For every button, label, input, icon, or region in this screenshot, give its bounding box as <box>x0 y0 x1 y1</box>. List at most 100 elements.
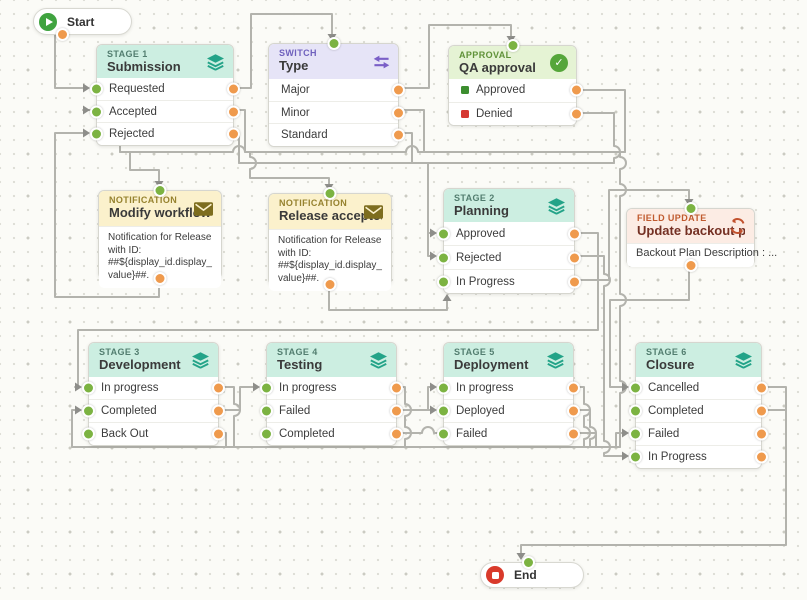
node-row[interactable]: Completed <box>629 399 768 422</box>
node-row[interactable]: Minor <box>269 100 405 124</box>
start-output-port[interactable] <box>56 28 69 41</box>
input-port[interactable] <box>629 381 642 395</box>
input-port[interactable] <box>506 39 519 52</box>
node-row[interactable]: Denied <box>449 101 583 125</box>
output-port[interactable] <box>684 259 697 272</box>
node-row[interactable]: Rejected <box>90 122 240 146</box>
input-port[interactable] <box>90 105 103 118</box>
output-port[interactable] <box>755 450 768 464</box>
input-port[interactable] <box>260 404 273 418</box>
node-stage-5-deployment[interactable]: STAGE 5 Deployment In progress Deployed … <box>437 342 580 446</box>
node-row[interactable]: Failed <box>437 422 580 445</box>
input-port[interactable] <box>629 404 642 418</box>
input-port[interactable] <box>323 187 337 200</box>
output-port[interactable] <box>568 275 581 288</box>
input-port[interactable] <box>437 381 450 395</box>
output-port[interactable] <box>392 106 405 119</box>
output-port[interactable] <box>392 128 405 142</box>
input-port[interactable] <box>437 275 450 288</box>
output-port[interactable] <box>567 404 580 418</box>
input-port[interactable] <box>90 82 103 96</box>
row-label: In progress <box>456 382 514 394</box>
output-port[interactable] <box>390 404 403 418</box>
output-port[interactable] <box>755 427 768 441</box>
node-row[interactable]: In Progress <box>437 269 581 293</box>
output-port[interactable] <box>567 427 580 441</box>
node-row[interactable]: In progress <box>437 377 580 399</box>
node-notification-release-accepted[interactable]: NOTIFICATION Release accepted Notificati… <box>268 187 392 291</box>
row-label: Requested <box>109 82 165 95</box>
node-row[interactable]: Failed <box>260 399 403 422</box>
node-row[interactable]: Approved <box>449 79 583 102</box>
input-port[interactable] <box>437 427 450 441</box>
node-row[interactable]: Failed <box>629 422 768 445</box>
input-port[interactable] <box>90 127 103 141</box>
approved-swatch <box>461 86 469 95</box>
output-port[interactable] <box>153 272 167 285</box>
node-row[interactable]: In progress <box>82 377 225 399</box>
node-row[interactable]: Major <box>269 79 405 101</box>
input-port[interactable] <box>260 427 273 441</box>
node-field-update-backout[interactable]: FIELD UPDATE Update backout p... Backout… <box>626 202 777 272</box>
end-input-port[interactable] <box>522 556 535 569</box>
node-stage-3-development[interactable]: STAGE 3 Development In progress Complete… <box>82 342 225 446</box>
node-switch-type[interactable]: SWITCH Type Major Minor Standard <box>268 37 405 147</box>
node-row[interactable]: Back Out <box>82 422 225 445</box>
node-row[interactable]: Rejected <box>437 245 581 269</box>
node-approval-qa[interactable]: APPROVAL QA approval ✓ Approved Denied <box>448 39 583 126</box>
input-port[interactable] <box>437 251 450 264</box>
row-label: Approved <box>476 84 526 97</box>
output-port[interactable] <box>323 278 337 291</box>
start-label: Start <box>67 14 95 29</box>
node-row[interactable]: In Progress <box>629 445 768 468</box>
output-port[interactable] <box>212 404 225 418</box>
input-port[interactable] <box>437 404 450 418</box>
output-port[interactable] <box>568 227 581 240</box>
node-stage-1-submission[interactable]: STAGE 1 Submission Requested Accepted Re… <box>90 44 240 146</box>
node-kind-label: NOTIFICATION <box>279 198 348 208</box>
input-port[interactable] <box>82 381 95 395</box>
output-port[interactable] <box>212 427 225 441</box>
node-notification-modify-workflow[interactable]: NOTIFICATION Modify workflow Notificatio… <box>98 184 222 288</box>
output-port[interactable] <box>392 83 405 97</box>
node-row[interactable]: Completed <box>82 399 225 422</box>
output-port[interactable] <box>755 404 768 418</box>
output-port[interactable] <box>212 381 225 395</box>
node-kind-label: STAGE 4 <box>277 347 318 357</box>
input-port[interactable] <box>684 202 697 215</box>
node-row[interactable]: Cancelled <box>629 377 768 399</box>
layers-icon <box>546 352 565 369</box>
output-port[interactable] <box>568 251 581 264</box>
node-row[interactable]: Deployed <box>437 399 580 422</box>
output-port[interactable] <box>227 82 240 96</box>
input-port[interactable] <box>327 37 340 50</box>
output-port[interactable] <box>390 381 403 395</box>
input-port[interactable] <box>629 450 642 464</box>
input-port[interactable] <box>260 381 273 395</box>
start-node[interactable]: Start <box>33 8 132 41</box>
end-node[interactable]: End <box>480 556 584 588</box>
input-port[interactable] <box>437 227 450 240</box>
output-port[interactable] <box>570 83 583 97</box>
node-stage-2-planning[interactable]: STAGE 2 Planning Approved Rejected In Pr… <box>437 188 581 294</box>
output-port[interactable] <box>390 427 403 441</box>
node-row[interactable]: In progress <box>260 377 403 399</box>
output-port[interactable] <box>227 105 240 118</box>
node-row[interactable]: Standard <box>269 123 405 147</box>
row-label: Major <box>281 83 310 96</box>
output-port[interactable] <box>755 381 768 395</box>
node-row[interactable]: Accepted <box>90 99 240 123</box>
input-port[interactable] <box>153 184 167 197</box>
input-port[interactable] <box>82 404 95 418</box>
node-stage-6-closure[interactable]: STAGE 6 Closure Cancelled Completed Fail… <box>629 342 768 469</box>
node-stage-4-testing[interactable]: STAGE 4 Testing In progress Failed Compl… <box>260 342 403 446</box>
node-row[interactable]: Requested <box>90 78 240 100</box>
node-row[interactable]: Completed <box>260 422 403 445</box>
node-row[interactable]: Approved <box>437 222 581 245</box>
output-port[interactable] <box>570 107 583 121</box>
output-port[interactable] <box>227 127 240 141</box>
input-port[interactable] <box>629 427 642 441</box>
output-port[interactable] <box>567 381 580 395</box>
input-port[interactable] <box>82 427 95 441</box>
